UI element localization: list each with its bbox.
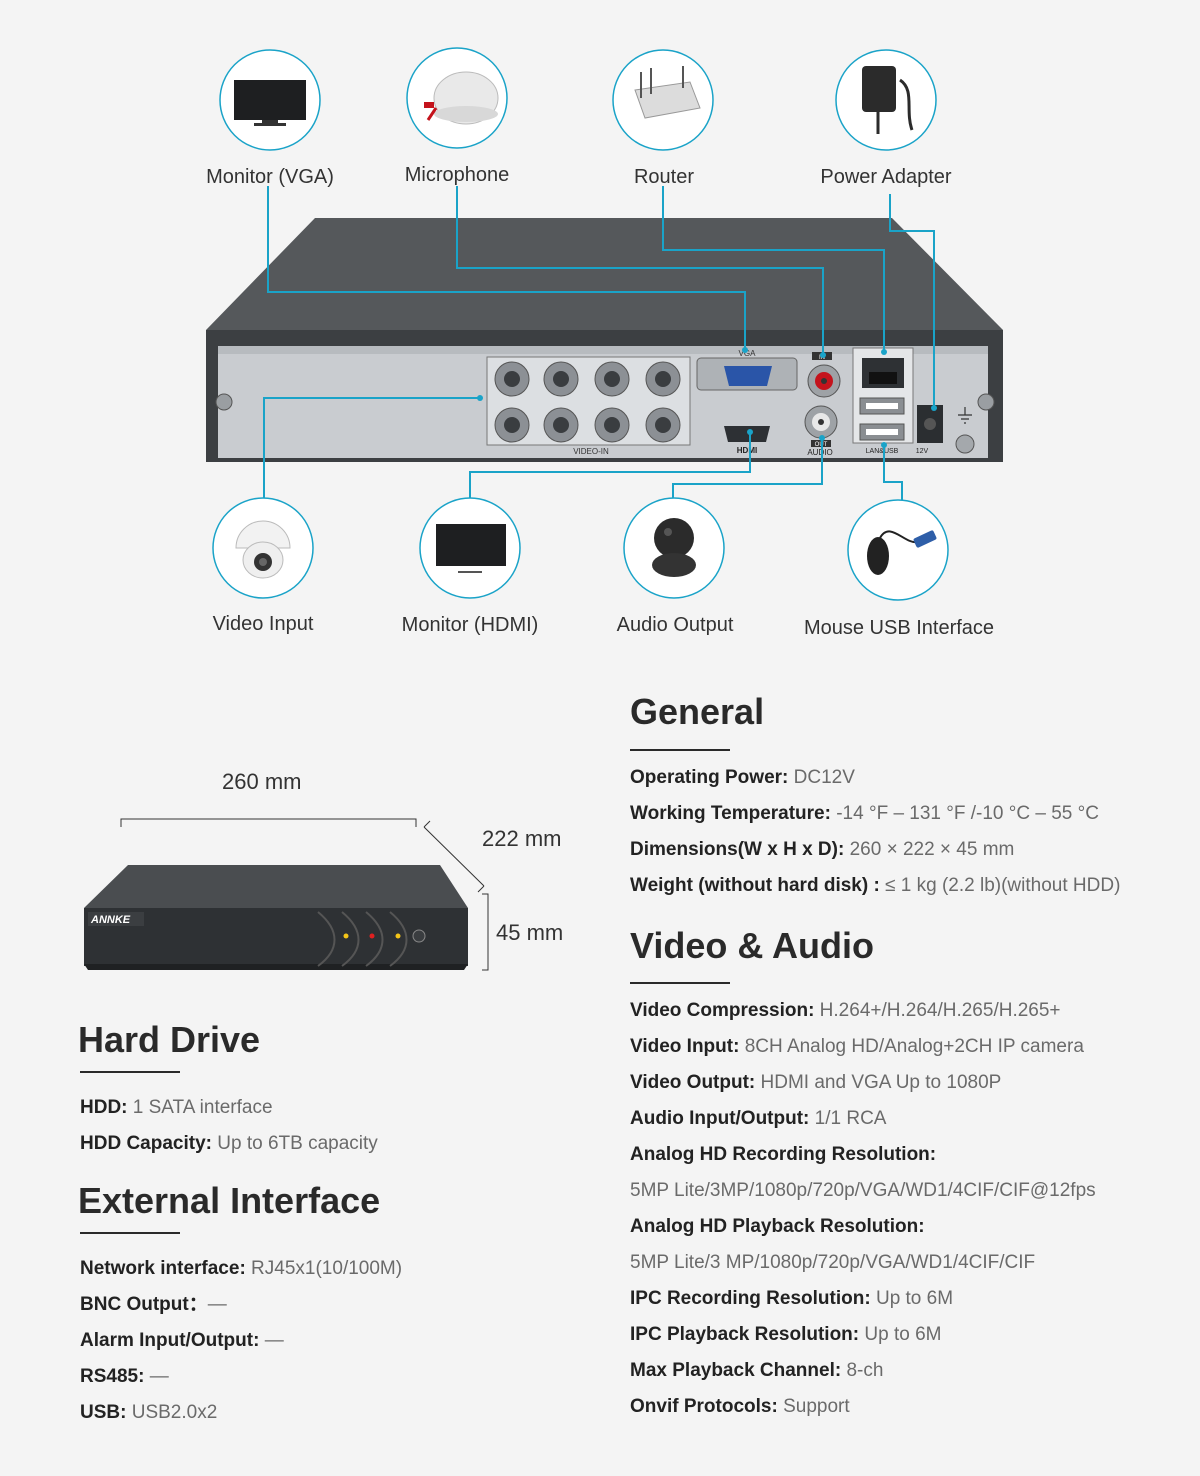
spec-audio-io: Audio Input/Output: 1/1 RCA (630, 1108, 887, 1129)
video-audio-title: Video & Audio (630, 925, 875, 966)
spec-dimensions: Dimensions(W x H x D): 260 × 222 × 45 mm (630, 839, 1015, 860)
connector-lines (263, 186, 935, 500)
spec-analog-playback-label: Analog HD Playback Resolution: (630, 1216, 925, 1237)
vga-port-label: VGA (739, 349, 757, 358)
bnc-connectors (494, 361, 681, 443)
spec-max-playback: Max Playback Channel: 8-ch (630, 1360, 884, 1381)
spec-analog-recording-value: 5MP Lite/3MP/1080p/720p/VGA/WD1/4CIF/CIF… (630, 1180, 1096, 1201)
spec-ipc-recording: IPC Recording Resolution: Up to 6M (630, 1288, 954, 1309)
label-microphone: Microphone (404, 164, 510, 186)
dimension-depth: 222 mm (482, 826, 562, 851)
dimension-height: 45 mm (496, 920, 564, 945)
spec-hdd: HDD: 1 SATA interface (80, 1097, 273, 1118)
label-monitor-hdmi: Monitor (HDMI) (401, 614, 539, 636)
spec-hdd-capacity: HDD Capacity: Up to 6TB capacity (80, 1133, 378, 1154)
spec-video-input: Video Input: 8CH Analog HD/Analog+2CH IP… (630, 1036, 1084, 1057)
hdmi-port-label: HDMI (737, 446, 757, 455)
led-network-icon (395, 933, 401, 939)
power-adapter-icon (835, 49, 937, 151)
hdmi-port (724, 426, 770, 442)
spec-operating-power: Operating Power: DC12V (630, 767, 855, 788)
led-power-icon (343, 933, 349, 939)
router-icon (612, 49, 714, 151)
audio-port-label: AUDIO (807, 448, 832, 457)
spec-weight: Weight (without hard disk) : ≤ 1 kg (2.2… (630, 875, 1121, 896)
spec-analog-recording-label: Analog HD Recording Resolution: (630, 1144, 937, 1165)
video-audio-divider (630, 982, 730, 984)
led-hdd-icon (369, 933, 375, 939)
label-power-adapter: Power Adapter (820, 166, 952, 188)
spec-working-temperature: Working Temperature: -14 °F – 131 °F /-1… (630, 803, 1099, 824)
monitor-vga-icon (219, 49, 321, 151)
external-interface-title: External Interface (78, 1180, 381, 1221)
microphone-icon (406, 47, 508, 149)
lan-usb-label: LAN&USB (866, 448, 899, 455)
mouse-icon (847, 499, 949, 601)
dome-camera-icon (212, 497, 314, 599)
audio-in-label: IN (819, 355, 825, 361)
spec-bnc-output: BNC Output：— (80, 1294, 227, 1315)
spec-video-compression: Video Compression: H.264+/H.264/H.265/H.… (630, 1000, 1061, 1021)
dvr-rear-view: VIDEO-IN VGA HDMI IN OUT AUDIO LAN&USB 1… (206, 218, 1003, 462)
general-divider (630, 749, 730, 751)
video-in-label: VIDEO-IN (573, 447, 609, 456)
power-label: 12V (916, 448, 929, 455)
spec-ipc-playback: IPC Playback Resolution: Up to 6M (630, 1324, 942, 1345)
label-video-input: Video Input (212, 613, 314, 635)
spec-analog-playback-value: 5MP Lite/3 MP/1080p/720p/VGA/WD1/4CIF/CI… (630, 1252, 1036, 1273)
connection-diagram: VIDEO-IN VGA HDMI IN OUT AUDIO LAN&USB 1… (206, 47, 1003, 601)
vga-port (724, 366, 772, 386)
hard-drive-divider (80, 1071, 180, 1073)
label-mouse-usb: Mouse USB Interface (803, 617, 995, 639)
dimension-width: 260 mm (222, 769, 302, 794)
dvr-front-view: ANNKE (84, 818, 489, 971)
speaker-icon (623, 497, 725, 599)
external-divider (80, 1232, 180, 1234)
spec-usb: USB: USB2.0x2 (80, 1402, 218, 1423)
general-title: General (630, 691, 765, 732)
spec-onvif: Onvif Protocols: Support (630, 1396, 850, 1417)
label-audio-output: Audio Output (616, 614, 734, 636)
spec-alarm: Alarm Input/Output: — (80, 1330, 284, 1351)
hard-drive-title: Hard Drive (78, 1019, 261, 1060)
spec-video-output: Video Output: HDMI and VGA Up to 1080P (630, 1072, 1002, 1093)
spec-network: Network interface: RJ45x1(10/100M) (80, 1258, 403, 1279)
monitor-hdmi-icon (419, 497, 521, 599)
label-monitor-vga: Monitor (VGA) (206, 166, 334, 188)
label-router: Router (633, 166, 695, 188)
spec-rs485: RS485: — (80, 1366, 169, 1387)
brand-logo: ANNKE (90, 914, 131, 926)
